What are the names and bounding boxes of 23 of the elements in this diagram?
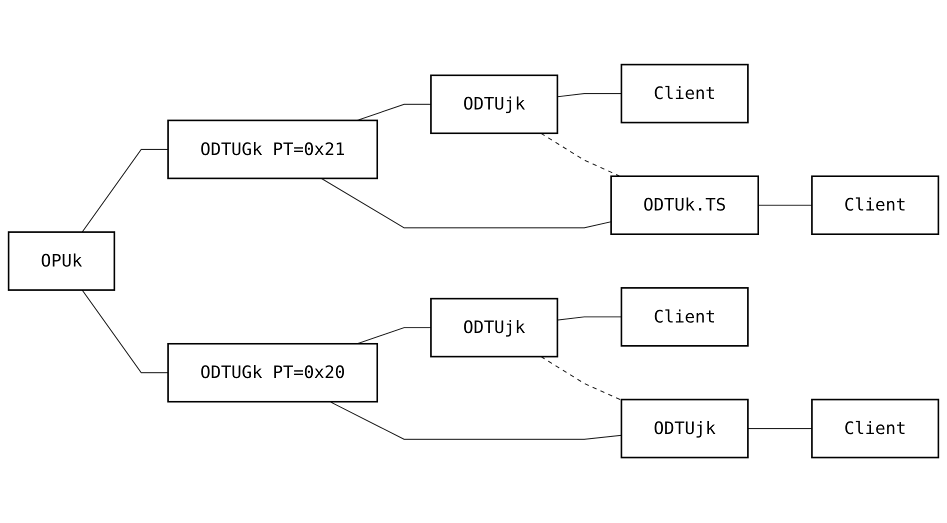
- connector: [758, 205, 812, 206]
- connector: [357, 104, 431, 122]
- connector: [748, 428, 812, 430]
- connector: [357, 328, 431, 345]
- node-box: Client: [620, 288, 749, 348]
- connector: [82, 149, 168, 233]
- connector: [557, 93, 622, 98]
- connector: [330, 402, 622, 440]
- connector: [540, 133, 620, 178]
- connector: [540, 356, 622, 402]
- node-box: ODTUjk: [430, 74, 558, 135]
- node-box: ODTUjk: [620, 399, 749, 459]
- node-box: ODTUGk PT=0x21: [167, 120, 378, 180]
- node-box: ODTUk.TS: [610, 176, 760, 236]
- connector: [557, 316, 622, 322]
- node-box: Client: [620, 64, 749, 124]
- node-box: Client: [811, 399, 940, 459]
- node-box: Client: [811, 176, 940, 236]
- connector: [82, 290, 168, 374]
- node-box: OPUk: [8, 232, 116, 292]
- connector: [321, 178, 612, 229]
- node-box: ODTUGk PT=0x20: [167, 343, 378, 403]
- node-box: ODTUjk: [430, 298, 558, 358]
